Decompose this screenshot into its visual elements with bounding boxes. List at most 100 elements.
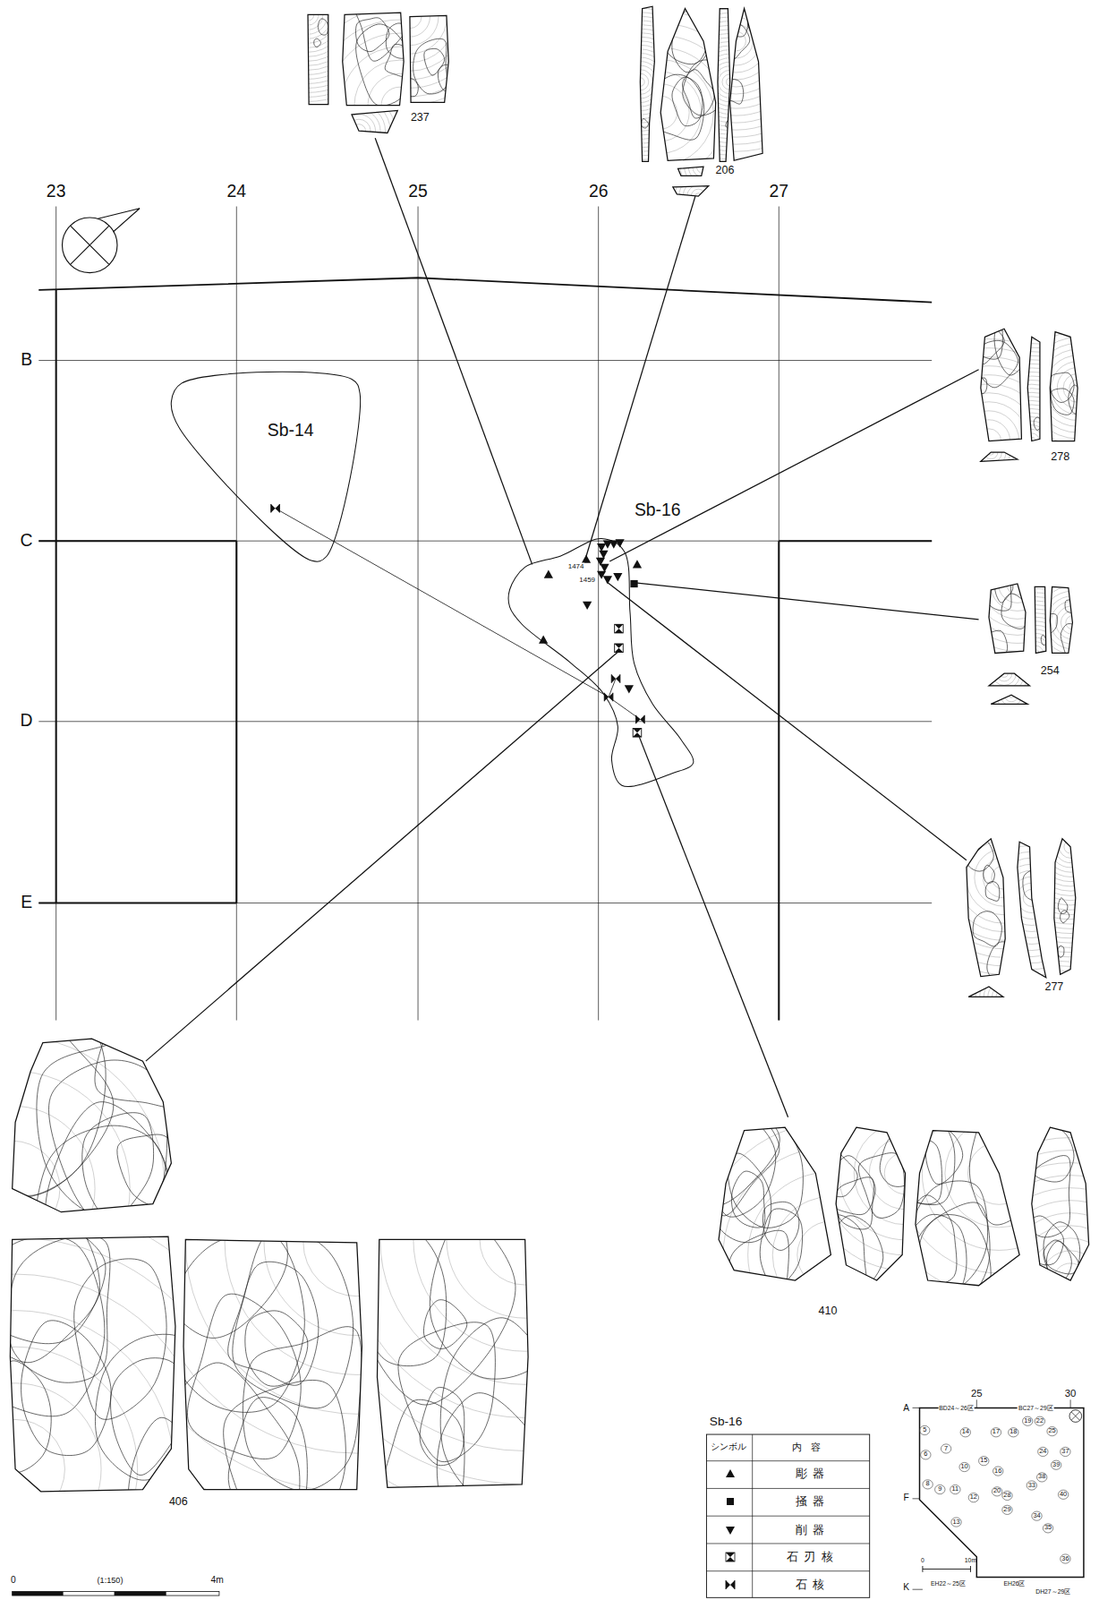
ripple-line [474,0,847,299]
endscraper-symbol [630,579,638,588]
artifact-drawing [440,0,841,282]
ripple-line [0,1273,211,1600]
ripple-line [538,0,921,273]
ripple-line [971,640,1037,706]
flake-scars [287,0,513,219]
scar-outline [347,1218,447,1365]
ripple-line [513,0,767,209]
ripple-line [1045,355,1099,421]
ripple-line [575,0,897,202]
area-number: 18 [1009,1427,1017,1435]
area-number: 28 [1003,1490,1011,1499]
ripple-line [313,0,507,114]
grid-tick [912,1588,923,1590]
core-symbol [611,673,621,683]
artifact-drawing [194,0,422,128]
ripple-line [534,0,926,278]
ripple-line [922,788,1099,1007]
area-outline [951,1516,962,1526]
ripple-line [0,1310,174,1600]
grid-label: C [20,530,34,550]
ripple-line [915,1124,1099,1436]
ripple-line [212,0,404,111]
scar-outline [49,1059,180,1232]
grid-line [38,359,932,361]
scar-outline [904,1213,967,1312]
ripple-line [662,160,734,232]
refit-line [275,508,610,698]
area-outline [1060,1553,1071,1563]
ripple-line [553,0,919,223]
artifact-drawing [959,952,1048,1040]
ripple-line [913,689,1099,1004]
artifact-drawing [943,404,1039,500]
ripple-line [1015,1225,1099,1335]
ripple-line [860,312,1099,571]
legend-row: 石核 [706,1570,869,1598]
ripple-line [953,1162,1099,1398]
ripple-line [928,1137,1099,1423]
area-outline [922,1479,933,1489]
ripple-line [988,765,1099,929]
grid-line [38,720,932,722]
legend-symbol [721,1547,740,1566]
artifact-outline [409,15,449,103]
ripple-line [996,306,1099,469]
ripple-line [1026,337,1099,439]
ripple-line [987,536,1099,708]
scar-outline [0,1235,105,1416]
core-symbol [636,715,646,725]
ripple-line [486,0,835,287]
artifact-fill [639,6,655,162]
artifact-number: 206 [715,164,734,178]
ripple-line [1006,556,1099,689]
artifact-fill [988,673,1031,686]
table-header: シンボル [710,1441,747,1452]
scar-outline [242,1326,362,1491]
ripple-line [640,0,820,171]
ripple-line [611,0,861,166]
scar-outline [747,0,769,35]
scale-label: (1:150) [97,1575,124,1585]
ripple-line [970,745,1099,947]
inset-boundary [920,1406,1084,1577]
artifact-outline [835,1126,905,1280]
scar-outline [21,1320,112,1456]
scar-outline [727,1229,789,1332]
core-symbol [611,673,621,683]
ripple-line [1003,1212,1099,1348]
area-outline [1026,1480,1037,1490]
ripple-line [1001,551,1099,693]
area-outline [1038,1446,1048,1456]
scar-outline [697,1101,780,1216]
area-number: 12 [970,1492,978,1500]
ripple-line [968,637,1041,710]
ripple-line [979,755,1099,938]
legend-symbol [721,1491,740,1510]
ripple-line [535,0,787,239]
scar-outline [161,1362,300,1568]
scraper-symbol [613,572,622,581]
area-number: 17 [992,1427,1000,1435]
ripple-line [1007,783,1099,911]
ripple-line [1036,586,1099,659]
ripple-line [950,568,1099,739]
flake-scars [829,703,1099,1051]
ripple-line [971,655,1051,734]
flake-scars [963,647,1059,742]
ripple-line [485,0,796,238]
flake-scars [539,0,933,238]
artifact-fill [915,1130,1020,1286]
ripple-line [671,168,727,224]
burin-symbol [581,554,591,563]
grid-label: E [20,893,33,912]
ripple-line [983,759,1099,933]
ripple-line [522,0,799,251]
core-symbol [725,1579,735,1589]
ripple-line [452,0,829,270]
scar-outline [170,1231,305,1412]
artifact-drawing [933,499,1099,668]
ripple-line [851,303,1099,580]
ripple-line [979,663,1043,726]
